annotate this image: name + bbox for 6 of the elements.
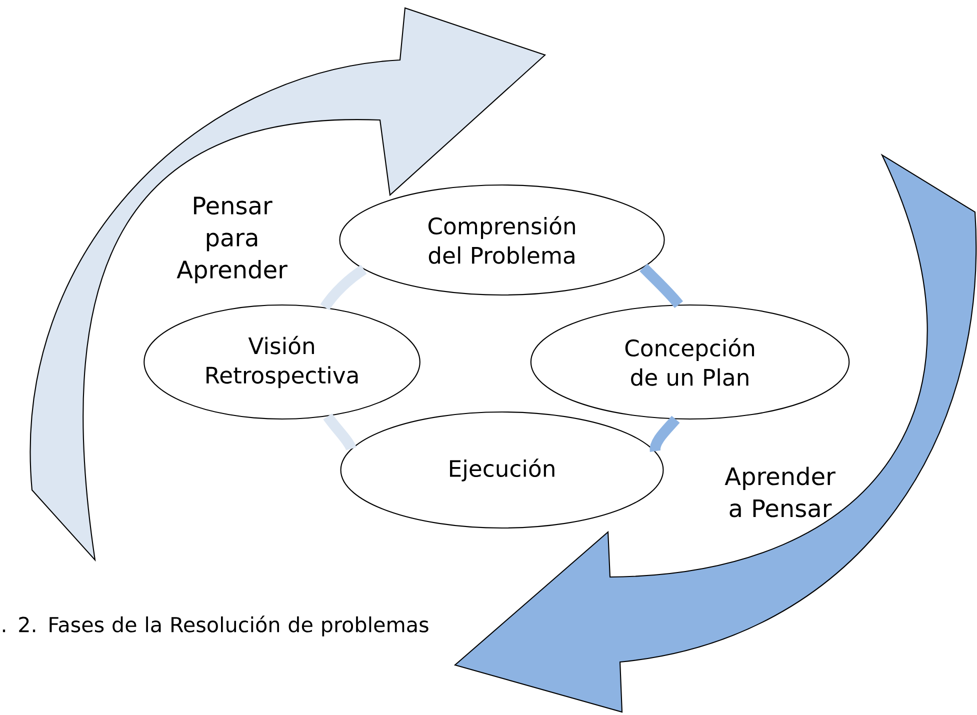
caption: . 2. Fases de la Resolución de problemas — [2, 616, 428, 636]
ring-segment — [323, 413, 356, 451]
ring-segment — [640, 264, 683, 308]
arrow-label: Aprender a Pensar — [724, 466, 836, 518]
arrow-label: Pensar para Aprender — [176, 196, 288, 284]
ring-segment — [320, 264, 367, 310]
